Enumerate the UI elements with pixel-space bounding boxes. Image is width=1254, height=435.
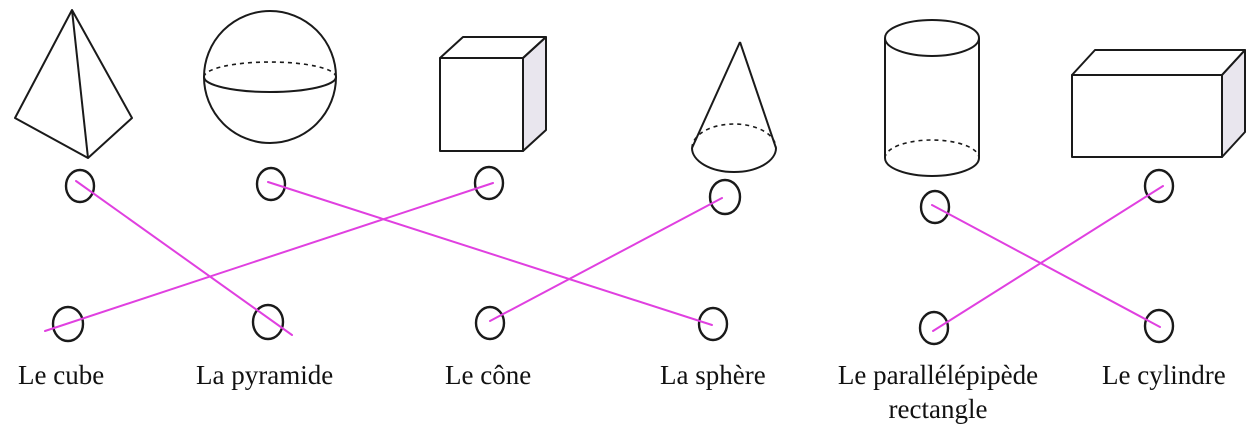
label-la-pyramide: La pyramide: [196, 360, 334, 390]
sphere-shape: [203, 10, 337, 144]
label-circle-cube[interactable]: [51, 305, 85, 343]
label-circle-cone[interactable]: [474, 305, 506, 341]
pyramid-shape: [14, 9, 133, 159]
label-circle-sphere[interactable]: [697, 306, 729, 342]
shape-circle-rectangular-prism[interactable]: [1143, 168, 1175, 204]
label-parallelepipede-line1: Le parallélépipède: [837, 360, 1039, 390]
link-cube-to-cube: [44, 182, 494, 332]
link-cone-to-cone: [489, 197, 723, 322]
shape-circle-cone[interactable]: [708, 178, 742, 216]
link-prism-to-parallelepipede: [932, 185, 1164, 332]
label-le-cube: Le cube: [18, 360, 105, 390]
label-circle-cylindre[interactable]: [1143, 308, 1175, 344]
label-le-cone: Le cône: [445, 360, 532, 390]
label-parallelepipede-line2: rectangle: [888, 394, 988, 424]
label-circle-parallelepipede[interactable]: [918, 310, 950, 346]
shape-circle-cube[interactable]: [473, 165, 505, 201]
cylinder-shape: [884, 19, 980, 177]
prism-side-face: [1221, 49, 1246, 158]
label-le-cylindre: Le cylindre: [1102, 360, 1226, 390]
cone-shape: [691, 41, 777, 173]
shape-circle-cylinder[interactable]: [919, 189, 951, 225]
rectangular-prism-shape: [1071, 49, 1246, 158]
label-le-parallelepipede-rectangle: Le parallélépipède rectangle: [828, 358, 1048, 426]
link-pyramid-to-pyramide: [75, 180, 293, 336]
link-cylinder-to-cylindre: [931, 204, 1161, 328]
link-sphere-to-sphere: [267, 181, 713, 326]
label-la-sphere: La sphère: [660, 360, 766, 390]
shape-circle-pyramid[interactable]: [64, 168, 96, 204]
shape-circle-sphere[interactable]: [255, 166, 287, 202]
cube-shape: [439, 36, 547, 152]
label-circle-pyramide[interactable]: [251, 303, 285, 341]
